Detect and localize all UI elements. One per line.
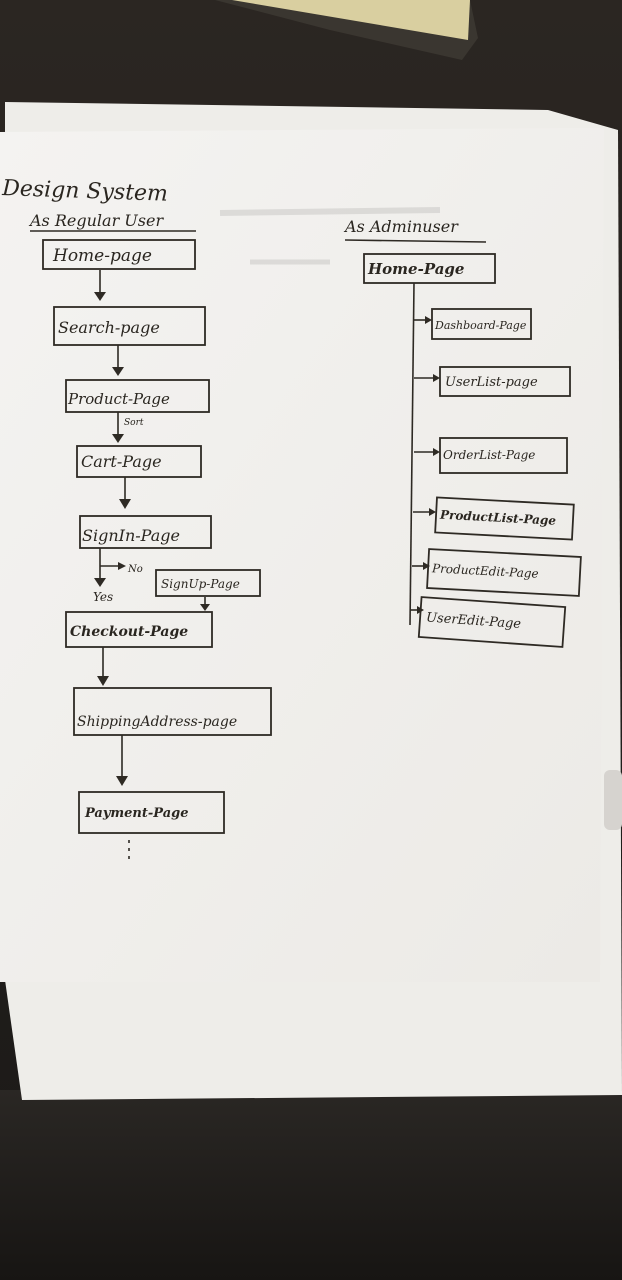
regular-payment-box [78,791,225,834]
arrowhead [97,676,109,686]
regular-user-heading: As Regular User [28,211,164,230]
admin-heading-underline [344,239,487,243]
desk-lower [0,1090,622,1280]
regular-payment-label: Payment-Page [84,806,189,821]
regular-cart-label: Cart-Page [81,452,162,471]
admin-productedit-box [426,548,582,597]
arrowhead [94,578,106,587]
regular-home-box [42,239,196,270]
arrowhead [94,292,106,301]
side-object [604,770,622,830]
diagram-title: Design System [1,176,169,207]
arrowhead [200,604,210,611]
regular-cart-box [76,445,202,478]
regular-signup-box [155,569,261,597]
admin-user-heading: As Adminuser [343,217,459,236]
notebook-pages [232,0,470,40]
regular-signin-box [79,515,212,549]
arrowhead [433,448,440,456]
arrowhead [423,562,430,570]
regular-signin-label: SignIn-Page [82,526,180,545]
arrowhead [425,316,432,324]
regular-search-label: Search-page [58,318,160,337]
regular-home-label: Home-page [52,246,152,266]
arrowhead [119,499,131,509]
regular-search-box [53,306,206,346]
admin-userlist-label: UserList-page [445,375,538,390]
regular-signup-label: SignUp-Page [161,577,240,591]
show-through-marks [219,207,441,265]
sort-note: Sort [124,418,144,428]
arrowhead [433,374,440,382]
arrowhead [112,367,124,376]
regular-checkout-box [65,611,213,648]
arrowhead [116,776,128,786]
regular-product-box [65,379,210,413]
branch-yes-label: Yes [93,590,113,604]
admin-dashboard-label: Dashboard-Page [434,319,527,332]
regular-checkout-label: Checkout-Page [70,624,188,640]
branch-no-label: No [127,564,143,575]
arrowhead [118,562,126,570]
admin-home-label: Home-Page [367,260,464,278]
regular-product-label: Product-Page [67,390,170,408]
admin-productlist-label: ProductList-Page [439,508,557,528]
regular-shipping-label: ShippingAddress-page [77,714,237,730]
admin-flow: Home-Page Dashboard-Page UserList-page O… [363,253,582,648]
admin-userlist-box [439,366,571,397]
arrowhead [112,434,124,443]
admin-home-box [363,253,496,284]
admin-orderlist-box [439,437,568,474]
admin-productedit-label: ProductEdit-Page [431,561,539,581]
arrowhead [429,508,436,516]
regular-shipping-box [73,687,272,736]
admin-useredit-box [417,596,567,648]
admin-trunk-line [409,282,415,626]
admin-dashboard-box [431,308,532,340]
admin-useredit-label: UserEdit-Page [426,610,522,632]
regular-flow: Home-page Search-page Product-Page Sort … [42,239,272,864]
admin-productlist-box [434,496,575,541]
paper-sheet [0,128,604,982]
admin-orderlist-label: OrderList-Page [443,448,535,462]
